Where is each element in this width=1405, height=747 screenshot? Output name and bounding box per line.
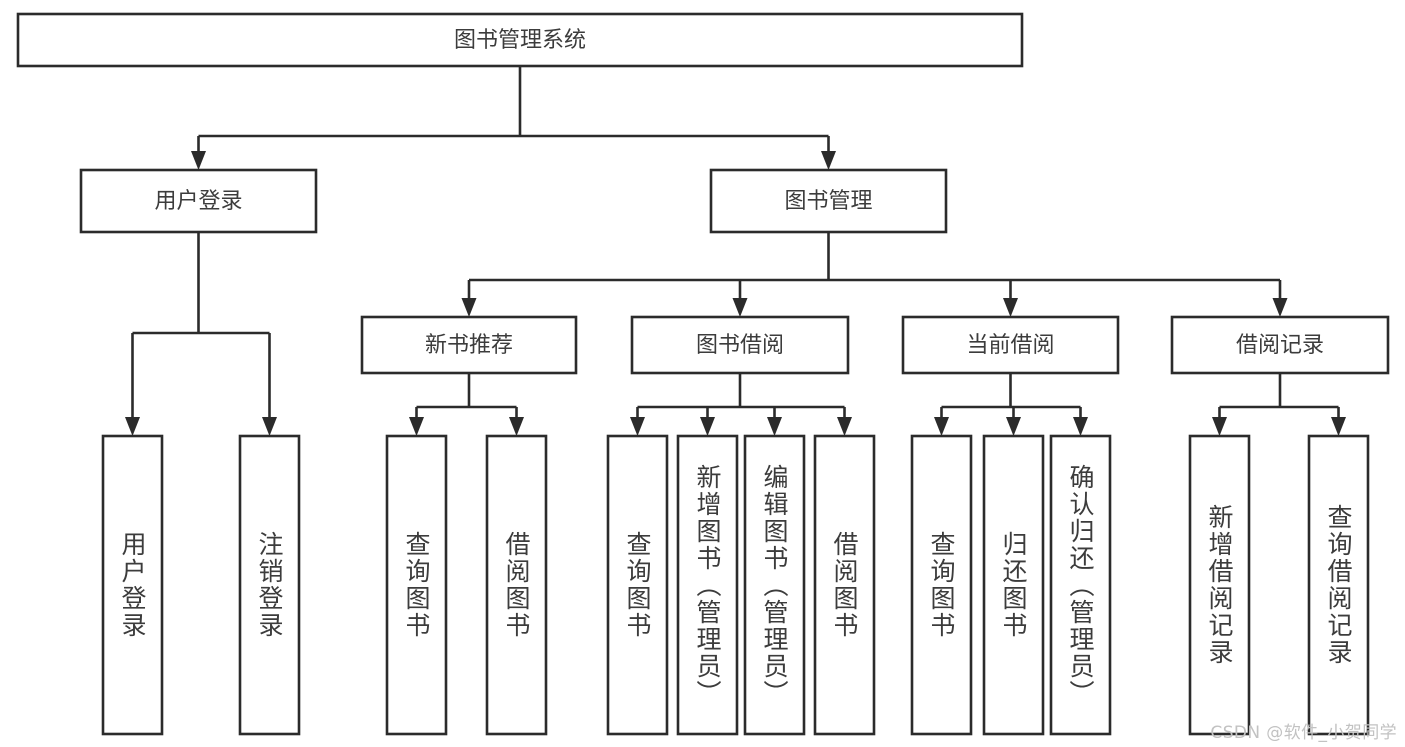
node-label-book-borrow: 图书借阅 [696, 333, 784, 358]
arrow-to-leaf-query-record [1331, 417, 1346, 436]
connector-layer [125, 66, 1346, 436]
arrow-to-leaf-query-book-1 [409, 417, 424, 436]
node-leaf-return-book[interactable] [982, 434, 1045, 736]
node-leaf-add-record[interactable] [1188, 434, 1251, 736]
arrow-to-book-borrow [732, 298, 748, 317]
arrow-to-leaf-user-login [125, 417, 140, 436]
node-label-root: 图书管理系统 [454, 28, 586, 53]
node-leaf-logout[interactable] [238, 434, 301, 736]
node-label-user-login: 用户登录 [154, 189, 242, 214]
node-leaf-add-book[interactable] [676, 434, 739, 736]
arrow-to-new-book-recommend [461, 298, 477, 317]
node-label-book-management: 图书管理 [784, 189, 872, 214]
arrow-to-borrow-record [1272, 298, 1288, 317]
node-new-book-recommend[interactable] [360, 315, 578, 375]
node-leaf-borrow-book-2[interactable] [813, 434, 876, 736]
node-current-borrow[interactable] [901, 315, 1120, 375]
node-leaf-query-book-3[interactable] [910, 434, 973, 736]
node-label-current-borrow: 当前借阅 [966, 333, 1054, 358]
node-leaf-edit-book[interactable] [743, 434, 806, 736]
arrow-to-leaf-confirm-return [1073, 417, 1088, 436]
arrow-to-leaf-add-record [1212, 417, 1227, 436]
arrow-to-leaf-edit-book [767, 417, 782, 436]
node-book-management[interactable] [709, 168, 948, 234]
node-label-new-book-recommend: 新书推荐 [425, 333, 513, 358]
node-leaf-query-book-2[interactable] [606, 434, 669, 736]
arrow-to-leaf-logout [262, 417, 277, 436]
node-leaf-user-login[interactable] [101, 434, 164, 736]
arrow-to-user-login [191, 151, 206, 170]
node-leaf-borrow-book-1[interactable] [485, 434, 548, 736]
csdn-watermark: CSDN @软件_小贺同学 [1210, 723, 1397, 743]
node-leaf-query-record[interactable] [1307, 434, 1370, 736]
arrow-to-leaf-return-book [1006, 417, 1021, 436]
arrow-to-leaf-borrow-book-1 [509, 417, 524, 436]
arrow-to-current-borrow [1003, 298, 1018, 317]
node-box-layer [16, 12, 1390, 736]
node-book-borrow[interactable] [630, 315, 850, 375]
arrow-to-leaf-add-book [700, 417, 715, 436]
node-user-login[interactable] [79, 168, 318, 234]
node-root[interactable] [16, 12, 1024, 68]
node-leaf-query-book-1[interactable] [385, 434, 448, 736]
node-leaf-confirm-return[interactable] [1049, 434, 1112, 736]
arrow-to-leaf-borrow-book-2 [837, 417, 852, 436]
node-label-borrow-record: 借阅记录 [1236, 333, 1324, 358]
arrow-to-book-management [821, 151, 836, 170]
arrow-to-leaf-query-book-3 [934, 417, 949, 436]
arrow-to-leaf-query-book-2 [630, 417, 645, 436]
node-borrow-record[interactable] [1170, 315, 1390, 375]
